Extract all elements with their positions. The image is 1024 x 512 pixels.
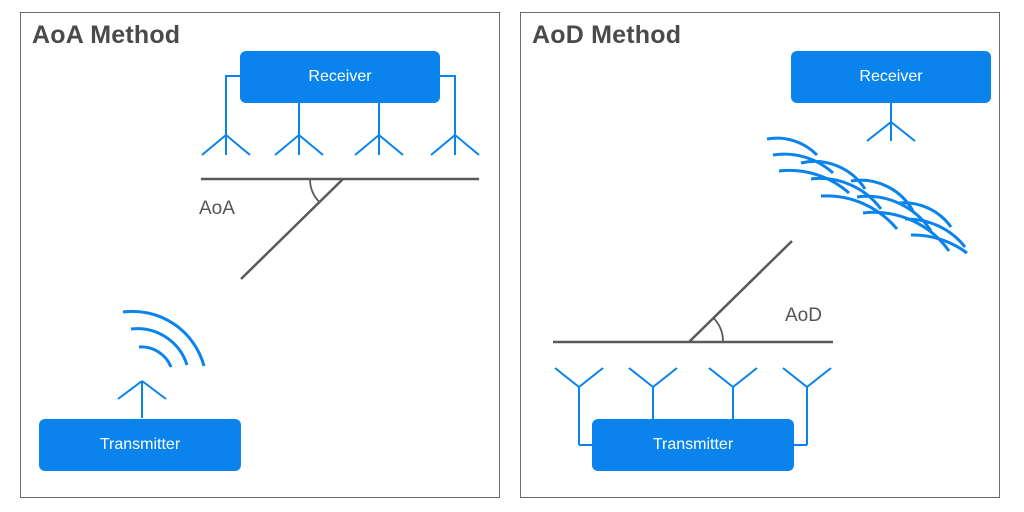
antenna-icon	[430, 134, 480, 156]
aoa-transmitter-label: Transmitter	[99, 436, 181, 453]
aoa-receiver-feed-lines	[225, 75, 456, 145]
signal-wave-icon	[766, 136, 850, 195]
antenna-icon	[782, 367, 832, 445]
signal-wave-icon	[898, 201, 968, 255]
aod-receiver-antenna	[866, 102, 916, 142]
antenna-icon	[708, 367, 758, 420]
antenna-icon	[554, 367, 604, 445]
aoa-panel: AoA Method	[20, 12, 500, 498]
signal-wave-icon	[850, 178, 951, 252]
aoa-receiver-box: Receiver	[240, 51, 440, 103]
signal-wave-icon	[800, 159, 899, 230]
aoa-signal-wave-icon	[122, 309, 206, 368]
aod-diagram	[553, 102, 968, 446]
aod-receiver-box: Receiver	[791, 51, 991, 103]
aoa-receiver-antenna-array	[201, 134, 480, 156]
aod-transmitter-antenna-array	[554, 367, 832, 445]
aoa-diagram	[117, 75, 480, 418]
aod-transmitter-label: Transmitter	[652, 436, 734, 453]
aoa-title: AoA Method	[32, 21, 181, 49]
aod-receiver-label: Receiver	[859, 68, 923, 85]
aoa-transmitter-antenna	[117, 380, 167, 418]
aoa-transmitter-box: Transmitter	[39, 419, 241, 471]
aod-panel: AoD Method	[520, 12, 1000, 498]
antenna-icon	[628, 367, 678, 420]
aoa-angle-label: AoA	[199, 198, 235, 219]
antenna-icon	[201, 134, 251, 156]
aod-angle-label: AoD	[785, 305, 822, 326]
aod-title: AoD Method	[532, 21, 682, 49]
aod-signal-wave-icons	[766, 136, 968, 255]
antenna-icon	[274, 134, 324, 156]
aoa-angle-arc	[309, 178, 321, 203]
antenna-icon	[354, 134, 404, 156]
aod-angle-arc	[712, 317, 724, 343]
aoa-signal-direction-line	[240, 178, 344, 280]
aod-transmitter-box: Transmitter	[592, 419, 794, 471]
aod-signal-direction-line	[688, 240, 793, 343]
aoa-receiver-label: Receiver	[308, 68, 372, 85]
